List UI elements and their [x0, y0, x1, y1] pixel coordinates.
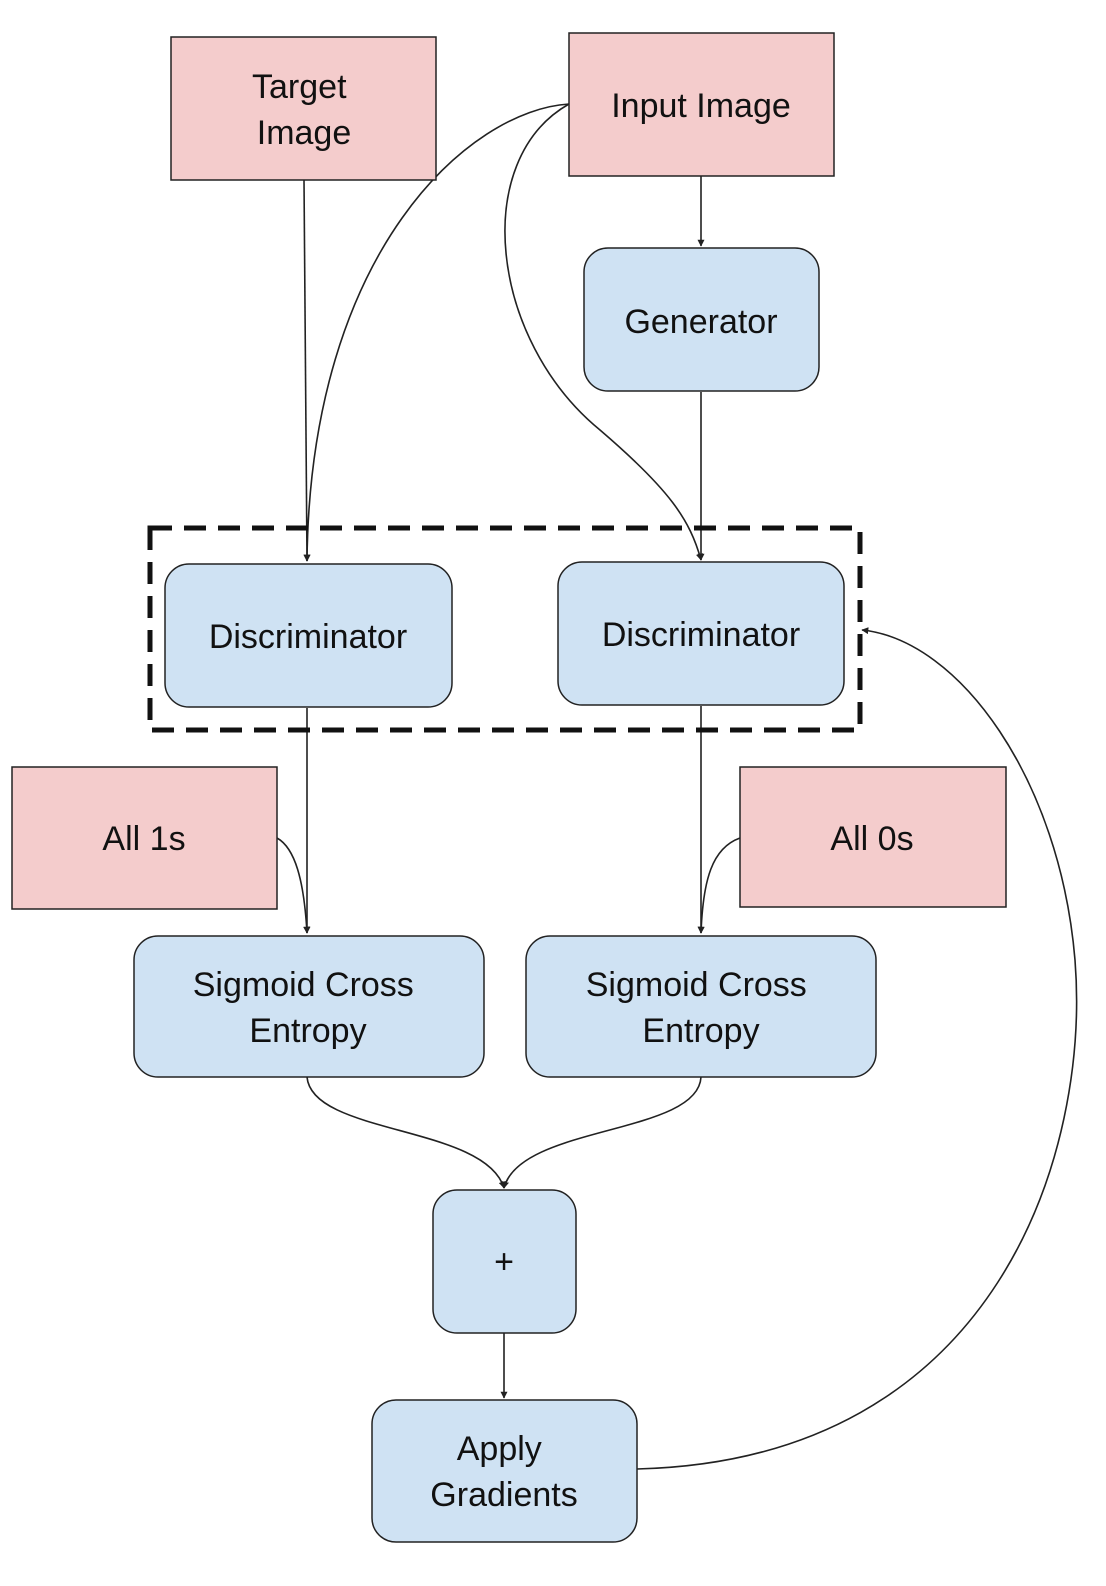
edge-input-to-discriminator-right: [504, 103, 703, 561]
edge-input-to-discriminator-left: [303, 103, 570, 562]
edge-all-0s-to-sigmoid-right: [697, 837, 741, 934]
node-sigmoid-right-line-2: Entropy: [642, 1012, 759, 1050]
node-sigmoid-cross-entropy-left: Sigmoid Cross Entropy: [133, 935, 485, 1078]
svg-text:Input Image: Input Image: [611, 87, 791, 125]
svg-text:Target Image: Target Image: [252, 68, 356, 152]
node-discriminator-right: Discriminator: [557, 561, 845, 706]
node-sigmoid-cross-entropy-right: Sigmoid Cross Entropy: [525, 935, 877, 1078]
node-generator-label: Generator: [624, 303, 777, 341]
node-apply-gradients-line-2: Gradients: [430, 1476, 577, 1514]
discriminator-group-dashed-border: [147, 525, 863, 733]
svg-text:Discriminator: Discriminator: [209, 618, 407, 656]
edge-apply-gradients-to-discriminators: [636, 627, 1078, 1470]
svg-text:Sigmoid Cross Entropy: Sigmoid Cross Entropy: [586, 966, 817, 1050]
svg-text:Generator: Generator: [624, 303, 777, 341]
svg-text:+: +: [494, 1243, 514, 1281]
edge-sigmoid-right-to-plus: [502, 1076, 702, 1189]
node-target-image-line-2: Image: [257, 114, 352, 152]
svg-text:Apply Gradients: Apply Gradients: [430, 1430, 577, 1514]
edge-target-to-discriminator-left: [303, 179, 311, 562]
node-apply-gradients-line-1: Apply: [457, 1430, 542, 1468]
svg-text:Discriminator: Discriminator: [602, 616, 800, 654]
node-plus-label: +: [494, 1243, 514, 1281]
node-all-0s-label: All 0s: [830, 820, 913, 858]
node-plus: +: [432, 1189, 577, 1334]
edge-all-1s-to-sigmoid-left: [276, 837, 311, 934]
node-discriminator-right-label: Discriminator: [602, 616, 800, 654]
node-sigmoid-left-line-1: Sigmoid Cross: [193, 966, 414, 1004]
svg-text:All 1s: All 1s: [102, 820, 185, 858]
node-input-image: Input Image: [568, 32, 835, 177]
node-all-0s: All 0s: [739, 766, 1007, 908]
node-generator: Generator: [583, 247, 820, 392]
node-sigmoid-right-line-1: Sigmoid Cross: [586, 966, 807, 1004]
node-all-1s: All 1s: [11, 766, 278, 910]
node-sigmoid-left-line-2: Entropy: [249, 1012, 366, 1050]
svg-text:Sigmoid Cross Entropy: Sigmoid Cross Entropy: [193, 966, 424, 1050]
node-target-image: Target Image: [170, 36, 437, 181]
edges: [276, 103, 1078, 1470]
node-all-1s-label: All 1s: [102, 820, 185, 858]
node-apply-gradients: Apply Gradients: [371, 1399, 638, 1543]
node-discriminator-left: Discriminator: [164, 563, 453, 708]
node-input-image-label: Input Image: [611, 87, 791, 125]
node-discriminator-left-label: Discriminator: [209, 618, 407, 656]
svg-text:All 0s: All 0s: [830, 820, 913, 858]
node-target-image-line-1: Target: [252, 68, 347, 106]
edge-sigmoid-left-to-plus: [306, 1076, 506, 1189]
